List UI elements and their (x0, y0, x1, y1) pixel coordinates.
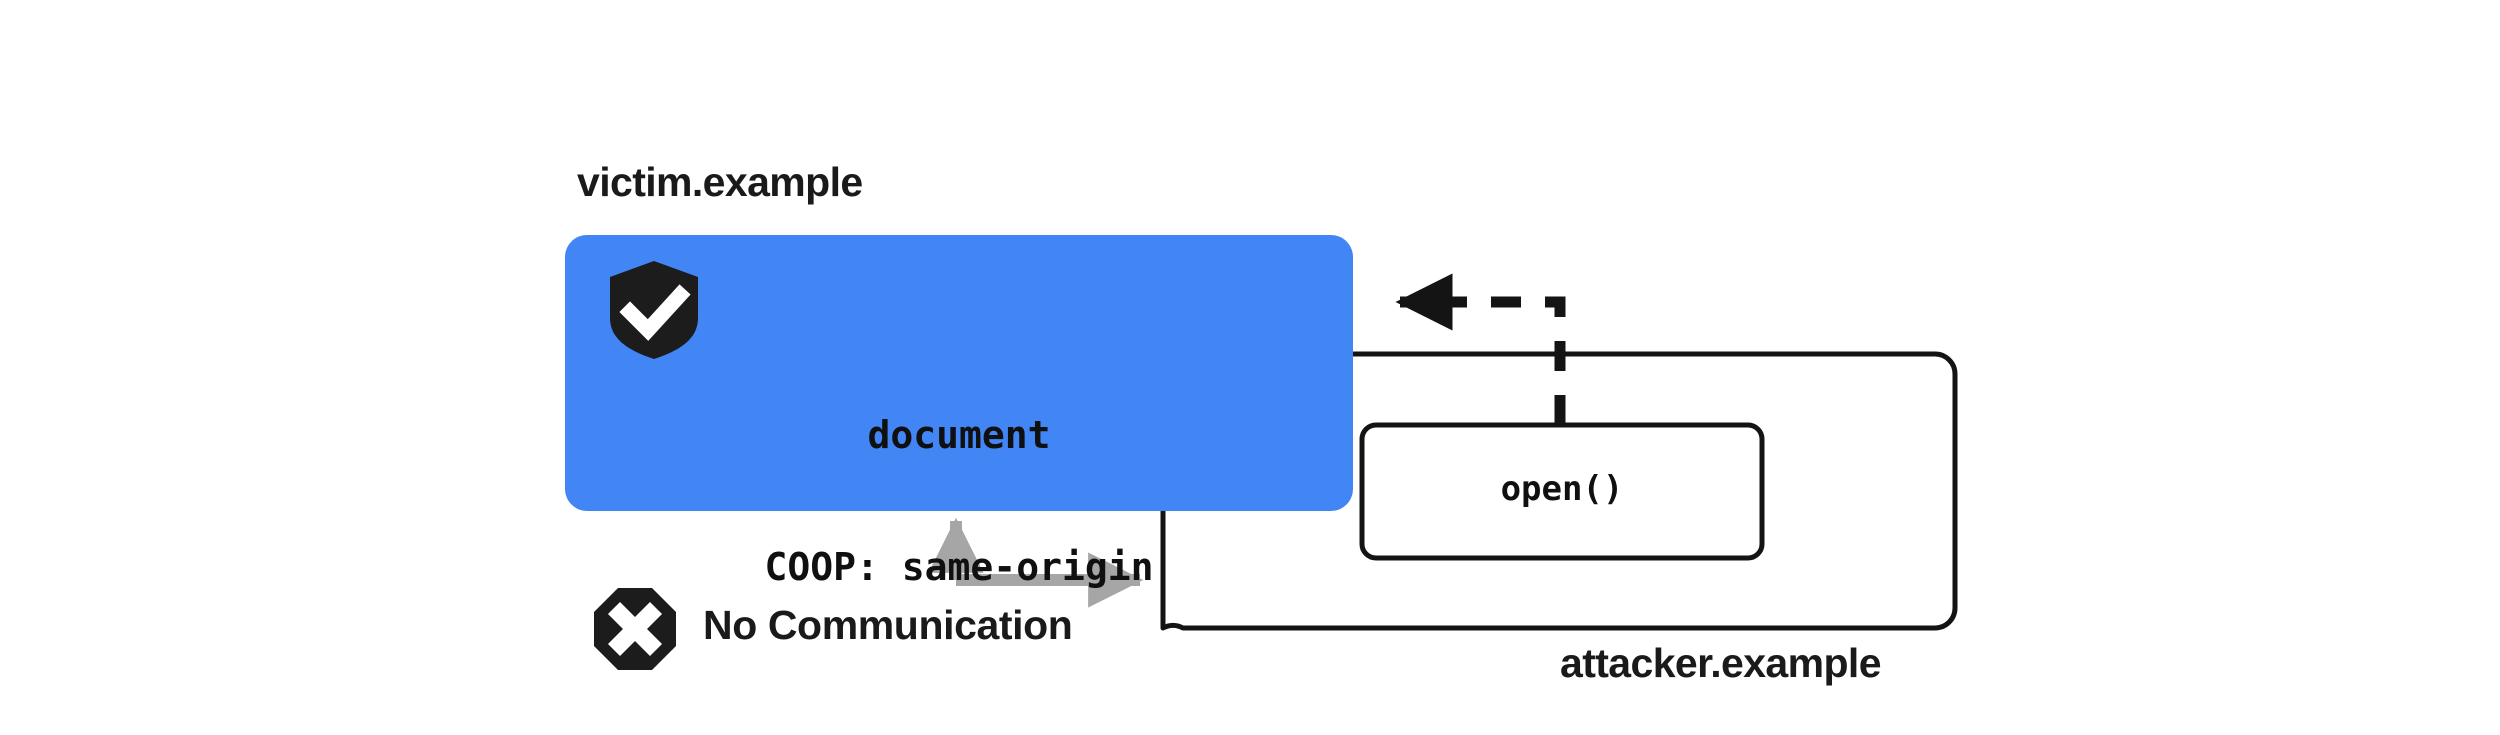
document-label: document (867, 413, 1051, 458)
shield-check-icon (610, 261, 698, 359)
open-call-label: open() (1500, 469, 1624, 509)
victim-origin-label: victim.example (577, 159, 863, 205)
open-call-box (1359, 422, 1765, 561)
octagon-x-icon (594, 588, 676, 670)
no-communication-arrow (928, 517, 1144, 608)
attacker-origin-label: attacker.example (1560, 640, 1882, 686)
victim-document-box (565, 235, 1353, 511)
no-communication-label: No Communication (703, 602, 1073, 648)
coop-header-value: COOP: same-origin (764, 545, 1154, 590)
opener-dashed-arrow (1395, 273, 1566, 425)
victim-document-text: document COOP: same-origin (565, 325, 1353, 678)
